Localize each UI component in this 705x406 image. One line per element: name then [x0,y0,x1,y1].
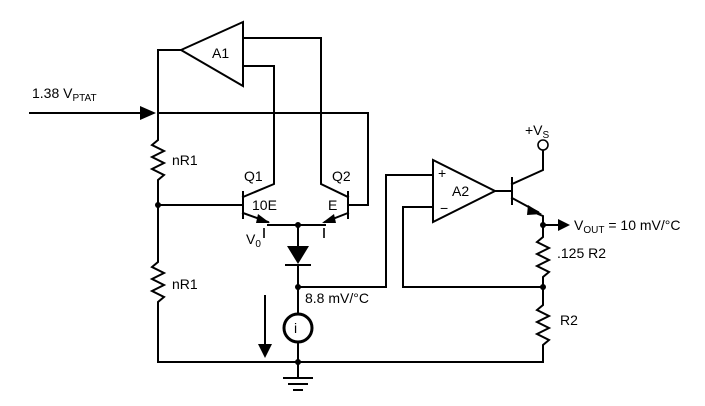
q2-label: Q2 [332,168,351,184]
resistor-r2 [534,286,552,363]
a2-plus-input-wire [297,174,434,288]
current-source-label: i [294,320,297,336]
r2-upper-label: .125 R2 [557,245,606,261]
mv-per-c-label: 8.8 mV/°C [305,290,369,306]
a2-minus-label: − [440,200,448,216]
a2-plus-label: + [438,165,446,181]
v0-label: V0 [246,231,261,250]
out-transistor-collector [510,149,544,186]
vout-label: VOUT = 10 mV/°C [574,217,680,236]
q1-collector [241,177,275,199]
q2-emitter-label: E [328,197,337,213]
q1-emitter-area-label: 10E [252,197,277,213]
a1-output-wire [157,49,182,133]
supply-label: +VS [525,122,550,141]
q2-emitter-arrow [322,214,336,223]
q1-label: Q1 [244,168,263,184]
a2-minus-feedback-wire [402,206,544,288]
op-amp-a2 [432,158,498,224]
supply-terminal-icon [537,139,549,151]
resistor-nr1-top [149,131,167,206]
nr1-bottom-label: nR1 [172,276,198,292]
diode-triangle [287,246,309,264]
current-source-icon [282,312,314,344]
a1-input-q1-wire [242,65,275,179]
resistor-nr1-bottom [149,204,167,363]
r2-label: R2 [560,312,578,328]
q1-emitter-arrow [256,214,270,223]
input-voltage-label: 1.38 VPTAT [32,85,97,104]
current-direction-arrowhead [258,344,272,358]
resistor-0125-r2 [534,224,552,288]
op-amp-a1 [178,20,244,88]
out-transistor-emitter-arrow [527,205,542,215]
input-arrowhead [140,106,156,120]
output-arrowhead [558,219,570,231]
q2-collector [320,177,350,199]
top-feedback-wire [157,112,369,206]
a1-input-q2-wire [242,37,322,179]
a1-label: A1 [212,45,229,61]
a2-label: A2 [452,183,469,199]
nr1-top-label: nR1 [172,152,198,168]
